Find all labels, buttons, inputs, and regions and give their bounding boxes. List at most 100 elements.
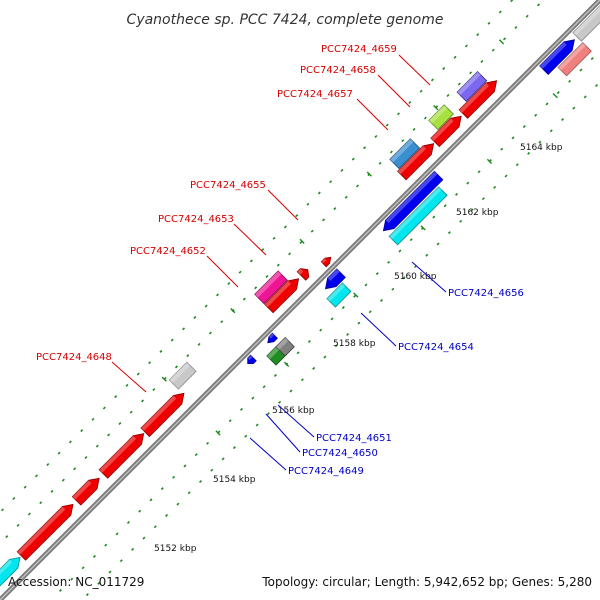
tick-dot bbox=[590, 57, 594, 61]
tick-dot bbox=[61, 478, 65, 482]
cds-fwd-3-highlight bbox=[72, 480, 92, 500]
tick-dot bbox=[351, 157, 355, 161]
tick-dot bbox=[39, 501, 43, 505]
major-tick bbox=[161, 376, 167, 382]
tick-dot bbox=[322, 218, 326, 222]
cds-fwd-1 bbox=[0, 556, 21, 587]
cds-4648 bbox=[168, 361, 197, 390]
tick-dot bbox=[310, 229, 314, 233]
cds-4657-b bbox=[397, 143, 435, 181]
leader-4653 bbox=[233, 223, 267, 256]
cds-4649 bbox=[247, 354, 257, 365]
tick-dot bbox=[425, 253, 429, 257]
cds-4652-a-highlight bbox=[254, 271, 282, 298]
cds-4657-a-highlight bbox=[389, 138, 414, 163]
tick-dot bbox=[504, 174, 508, 178]
tick-dot bbox=[572, 106, 576, 110]
leader-4655 bbox=[267, 189, 299, 221]
tick-dot bbox=[107, 433, 111, 437]
cds-4659-b bbox=[458, 80, 498, 119]
tick-dot bbox=[477, 170, 481, 174]
cds-fwd-4 bbox=[98, 433, 145, 479]
tick-dot bbox=[95, 444, 99, 448]
cds-top-blue-highlight bbox=[539, 41, 567, 69]
tick-dot bbox=[221, 457, 225, 461]
cds-4651-b bbox=[275, 336, 295, 357]
tick-dot bbox=[498, 10, 502, 14]
cds-4649-highlight bbox=[247, 355, 253, 360]
tick-dot bbox=[206, 441, 210, 445]
cds-4654-a bbox=[324, 268, 346, 290]
gene-label-4658: PCC7424_4658 bbox=[300, 65, 376, 76]
tick-dot bbox=[227, 282, 231, 285]
tick-label: 5162 kbp bbox=[456, 208, 499, 218]
tick-dot bbox=[148, 361, 152, 365]
tick-dot bbox=[240, 407, 243, 411]
tick-dot bbox=[447, 231, 451, 235]
gene-features bbox=[0, 5, 600, 587]
tick-dot bbox=[131, 547, 135, 551]
tick-dot bbox=[289, 389, 293, 393]
tick-dot bbox=[357, 321, 361, 325]
tick-dot bbox=[481, 197, 485, 201]
tick-dot bbox=[295, 214, 299, 218]
tick-label: 5158 kbp bbox=[333, 339, 376, 349]
tick-dot bbox=[141, 399, 144, 403]
tick-dot bbox=[510, 0, 514, 3]
cds-4653 bbox=[296, 268, 310, 281]
tick-dot bbox=[299, 241, 303, 244]
tick-dot bbox=[23, 485, 27, 489]
tick-dot bbox=[493, 185, 497, 189]
tick-dot bbox=[522, 125, 526, 129]
tick-dot bbox=[176, 502, 180, 506]
tick-dot bbox=[398, 249, 402, 253]
tick-dot bbox=[527, 151, 531, 155]
tick-dot bbox=[262, 385, 266, 389]
tick-dot bbox=[149, 498, 153, 502]
cds-4655 bbox=[320, 256, 332, 268]
tick-dot bbox=[595, 84, 598, 88]
tick-dot bbox=[251, 396, 255, 400]
tick-dot bbox=[152, 388, 156, 392]
map-title: Cyanothece sp. PCC 7424, complete genome bbox=[127, 12, 444, 28]
tick-dot bbox=[80, 429, 84, 433]
leader-4650 bbox=[265, 413, 301, 453]
tick-dot bbox=[344, 195, 348, 199]
tick-dot bbox=[579, 68, 583, 72]
cds-4656-b bbox=[388, 186, 448, 246]
tick-dot bbox=[174, 365, 178, 369]
cds-4652-a bbox=[254, 270, 288, 305]
tick-label: 5154 kbp bbox=[213, 475, 256, 485]
tick-dot bbox=[364, 283, 368, 287]
tick-dot bbox=[108, 570, 112, 574]
tick-dot bbox=[368, 310, 372, 314]
cds-fwd-1-highlight bbox=[0, 559, 13, 575]
gene-label-4650: PCC7424_4650 bbox=[302, 448, 378, 459]
tick-dot bbox=[442, 67, 446, 71]
tick-dot bbox=[408, 101, 412, 104]
tick-dot bbox=[583, 95, 587, 99]
major-tick bbox=[283, 361, 290, 367]
cds-4654-b bbox=[326, 282, 352, 308]
gene-label-4651: PCC7424_4651 bbox=[316, 433, 392, 444]
leader-4654 bbox=[360, 312, 397, 347]
gene-label-4648: PCC7424_4648 bbox=[36, 352, 112, 363]
cds-4655-highlight bbox=[321, 258, 327, 264]
tick-dot bbox=[401, 139, 405, 143]
tick-dot bbox=[432, 215, 436, 219]
tick-dot bbox=[194, 453, 198, 457]
genome-summary-text: Topology: circular; Length: 5,942,652 bp… bbox=[261, 575, 592, 589]
tick-dot bbox=[491, 48, 495, 52]
tick-label: 5156 kbp bbox=[272, 406, 315, 416]
cds-4651-a-highlight bbox=[266, 345, 281, 360]
tick-dot bbox=[244, 434, 248, 438]
cds-4654-b-highlight bbox=[326, 283, 346, 302]
tick-dot bbox=[409, 238, 413, 242]
tick-dot bbox=[278, 400, 282, 404]
tick-dot bbox=[165, 513, 169, 517]
cds-4650 bbox=[267, 332, 278, 344]
tick-dot bbox=[261, 248, 265, 252]
major-tick bbox=[353, 292, 359, 298]
tick-dot bbox=[561, 118, 565, 121]
tick-dot bbox=[255, 423, 259, 427]
